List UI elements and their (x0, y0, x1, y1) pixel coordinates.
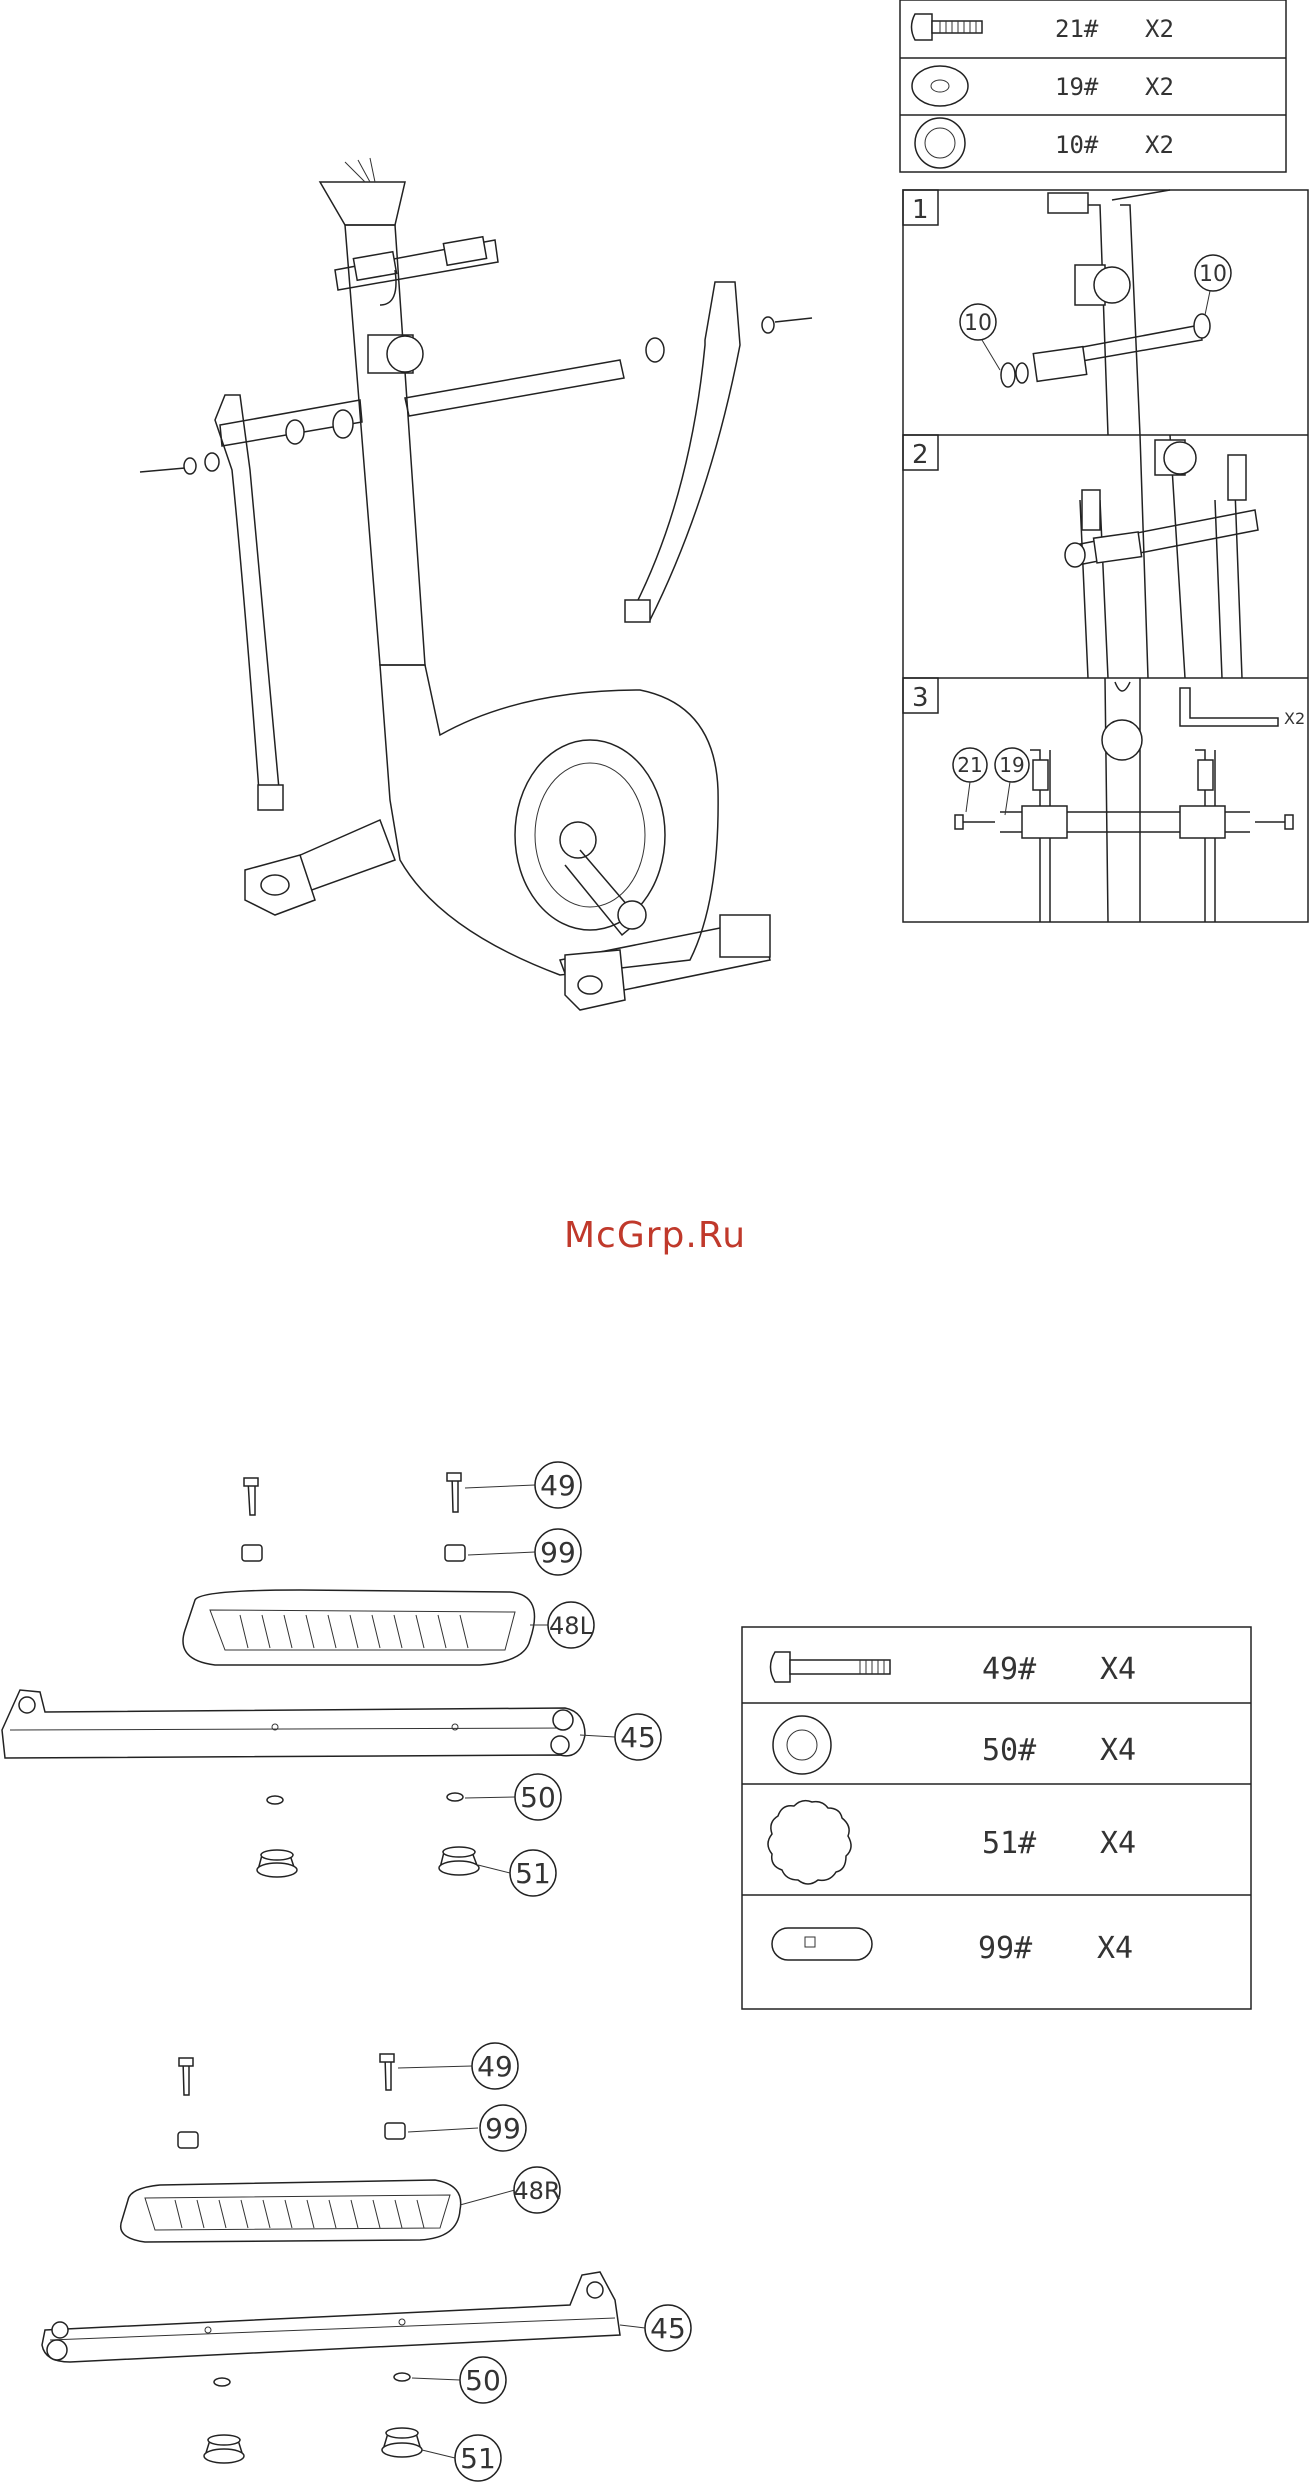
top-table-part-1: 21# (1055, 15, 1099, 43)
step-2-number: 2 (912, 440, 929, 470)
foot-table-part-4: 99# (978, 1931, 1032, 1966)
left-callout-48l: 48L (549, 1612, 594, 1640)
right-callout-99: 99 (485, 2112, 521, 2145)
left-callout-45: 45 (620, 1721, 656, 1754)
left-callout-49: 49 (540, 1469, 576, 1502)
hex-key-icon (1180, 688, 1278, 726)
left-callout-51: 51 (515, 1857, 551, 1890)
foot-table-qty-3: X4 (1100, 1826, 1136, 1861)
step-3-tool-qty: X2 (1284, 709, 1305, 728)
step-panels: 1 10 10 2 3 (903, 190, 1308, 922)
top-parts-table: 21# X2 19# X2 10# X2 (900, 0, 1286, 172)
top-table-part-3: 10# (1055, 131, 1099, 159)
step-3-callout-b: 19 (999, 753, 1024, 777)
top-table-qty-2: X2 (1145, 73, 1174, 101)
right-callout-45: 45 (650, 2312, 686, 2345)
right-callout-48r: 48R (513, 2177, 560, 2205)
spring-washer-icon (915, 118, 965, 168)
right-callout-50: 50 (465, 2364, 501, 2397)
left-callout-99: 99 (540, 1536, 576, 1569)
long-bolt-icon (771, 1652, 891, 1682)
step-1-callout-b: 10 (1199, 262, 1227, 287)
bike-exploded-view (140, 158, 812, 1010)
pad-icon (772, 1928, 872, 1960)
foot-table-qty-1: X4 (1100, 1652, 1136, 1687)
step-3-number: 3 (912, 683, 929, 713)
foot-table-part-2: 50# (982, 1733, 1036, 1768)
foot-table-part-1: 49# (982, 1652, 1036, 1687)
right-callout-49: 49 (477, 2050, 513, 2083)
bolt-icon (912, 14, 983, 40)
watermark: McGrp.Ru (0, 1215, 1310, 1256)
foot-parts-table: 49# X4 50# X4 51# X4 99# X4 (742, 1627, 1251, 2009)
step-1-callout-a: 10 (964, 311, 992, 336)
left-foot-assembly: 49 99 48L 45 50 51 (2, 1462, 661, 1896)
right-callout-51: 51 (460, 2442, 496, 2475)
foot-table-qty-2: X4 (1100, 1733, 1136, 1768)
top-table-part-2: 19# (1055, 73, 1099, 101)
left-callout-50: 50 (520, 1781, 556, 1814)
foot-table-qty-4: X4 (1097, 1931, 1133, 1966)
right-foot-assembly: 49 99 48R 45 50 51 (42, 2043, 691, 2481)
step-1-number: 1 (912, 195, 929, 225)
flat-washer-icon (773, 1716, 831, 1774)
top-table-qty-1: X2 (1145, 15, 1174, 43)
foot-table-part-3: 51# (982, 1826, 1036, 1861)
washer-icon (912, 66, 968, 106)
knob-nut-icon (768, 1801, 851, 1884)
top-table-qty-3: X2 (1145, 131, 1174, 159)
step-3-callout-a: 21 (957, 753, 982, 777)
